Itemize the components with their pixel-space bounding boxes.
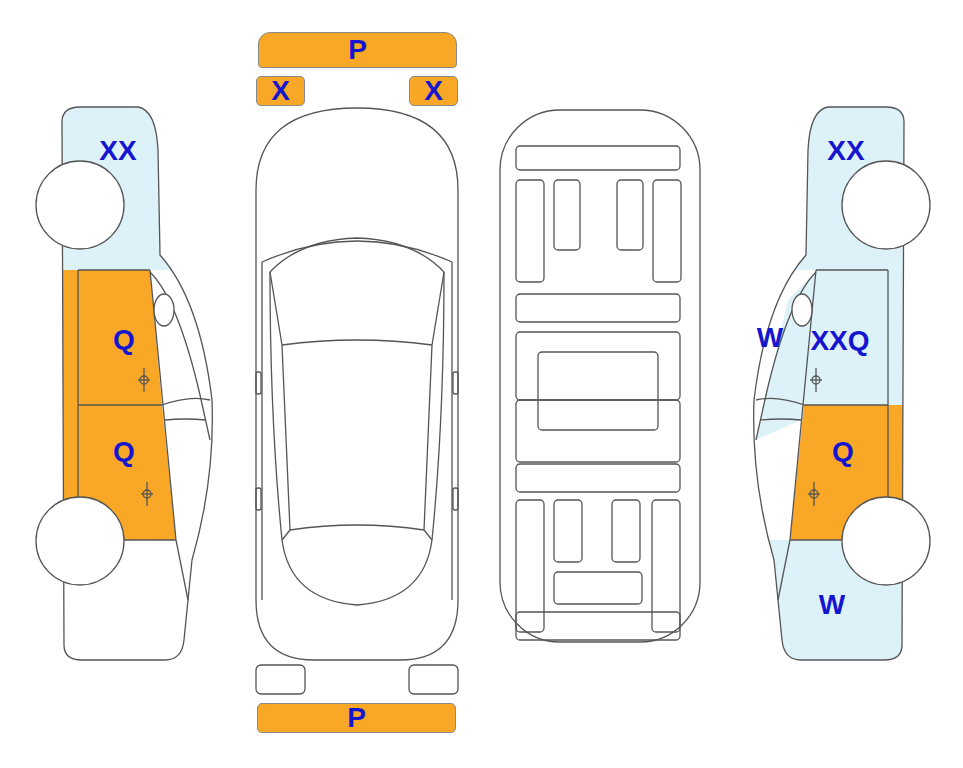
underbody-part: [554, 572, 642, 604]
underbody-part: [538, 352, 658, 430]
damage-code: P: [348, 36, 367, 64]
headlight: X: [409, 76, 458, 106]
damage-code: W: [757, 324, 783, 352]
damage-code: Q: [113, 438, 135, 466]
right-side-view: [736, 100, 963, 670]
underbody-part: [612, 500, 640, 562]
damage-code: XX: [827, 137, 864, 165]
front-bumper: P: [258, 32, 457, 68]
underbody-part: [554, 500, 582, 562]
damage-code: W: [819, 591, 845, 619]
damage-code: Q: [113, 326, 135, 354]
underbody-part: [516, 464, 680, 492]
damage-code: XX: [99, 137, 136, 165]
damage-code: X: [424, 77, 443, 105]
rear-bumper: P: [257, 703, 456, 733]
damage-code: P: [347, 704, 366, 732]
underbody-part: [516, 294, 680, 322]
left-side-view: [0, 100, 230, 660]
underbody-part: [554, 180, 580, 250]
underbody-part: [516, 400, 680, 462]
headlight: X: [256, 76, 305, 106]
damage-code: Q: [832, 438, 854, 466]
underbody-part: [516, 146, 680, 170]
underbody-part: [617, 180, 643, 250]
damage-code: X: [271, 77, 290, 105]
damage-code: XXQ: [810, 327, 869, 355]
underbody-part: [653, 180, 681, 282]
underbody-part: [516, 612, 680, 640]
top-view: [256, 108, 458, 694]
underbody-view: [500, 110, 700, 642]
underbody-part: [516, 332, 680, 400]
underbody-part: [516, 180, 544, 282]
